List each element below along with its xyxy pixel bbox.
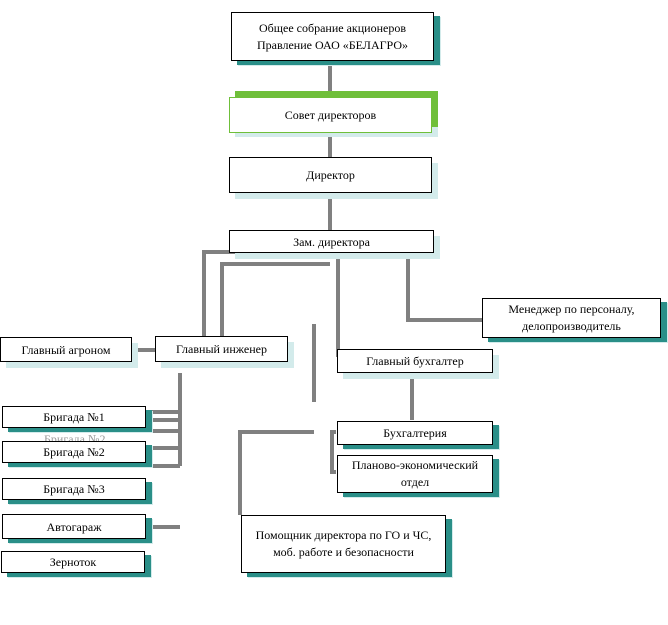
node-grain-label: Зерноток — [49, 555, 97, 569]
node-accounting-label: Бухгалтерия — [383, 426, 447, 440]
node-chief-engineer: Главный инженер — [155, 336, 288, 362]
node-brigade1-label: Бригада №1 — [43, 410, 105, 424]
node-planning-line1: Планово-экономический — [351, 458, 479, 472]
node-garage: Автогараж — [2, 514, 146, 539]
node-chief-engineer-label: Главный инженер — [176, 342, 267, 356]
node-safety-assistant: Помощник директора по ГО и ЧС, моб. рабо… — [241, 515, 446, 573]
node-hr-manager-line1: Менеджер по персоналу, — [508, 302, 635, 316]
node-hr-manager-line2: делопроизводитель — [522, 319, 621, 333]
connector-deputy-accountant — [330, 250, 340, 357]
node-deputy: Зам. директора — [229, 230, 434, 253]
node-brigade2-label: Бригада №2 — [43, 445, 105, 459]
connector-deputy-engineer — [220, 262, 330, 337]
node-chief-accountant-label: Главный бухгалтер — [366, 354, 464, 368]
node-brigade3-label: Бригада №3 — [43, 482, 105, 496]
node-planning-line2: отдел — [400, 475, 430, 489]
node-brigade3: Бригада №3 — [2, 478, 146, 500]
node-shareholders-line2: Правление ОАО «БЕЛАГРО» — [256, 37, 409, 52]
node-shareholders-line1: Общее собрание акционеров — [258, 20, 406, 35]
node-brigade1: Бригада №1 — [2, 406, 146, 428]
connector-safety-assistant — [238, 430, 314, 515]
node-safety-assistant-line2: моб. работе и безопасности — [273, 545, 414, 559]
node-director-label: Директор — [306, 168, 355, 182]
node-chief-agronomist: Главный агроном — [0, 337, 132, 362]
node-brigade2: Бригада №2 — [2, 441, 146, 463]
node-garage-label: Автогараж — [46, 519, 102, 534]
node-board-label: Совет директоров — [284, 108, 377, 122]
node-planning: Планово-экономический отдел — [337, 455, 493, 493]
node-accounting: Бухгалтерия — [337, 421, 493, 445]
node-chief-agronomist-label: Главный агроном — [21, 342, 111, 357]
connector-accounting-planning — [330, 430, 336, 474]
node-safety-assistant-line1: Помощник директора по ГО и ЧС, — [255, 528, 432, 542]
node-chief-accountant: Главный бухгалтер — [337, 349, 493, 373]
node-grain: Зерноток — [1, 551, 145, 573]
node-shareholders: Общее собрание акционеров Правление ОАО … — [231, 12, 434, 61]
node-hr-manager: Менеджер по персоналу, делопроизводитель — [482, 298, 661, 338]
node-deputy-label: Зам. директора — [293, 234, 370, 249]
connector-deputy-hr — [404, 250, 482, 322]
node-director: Директор — [229, 157, 432, 193]
node-board: Совет директоров — [229, 97, 432, 133]
